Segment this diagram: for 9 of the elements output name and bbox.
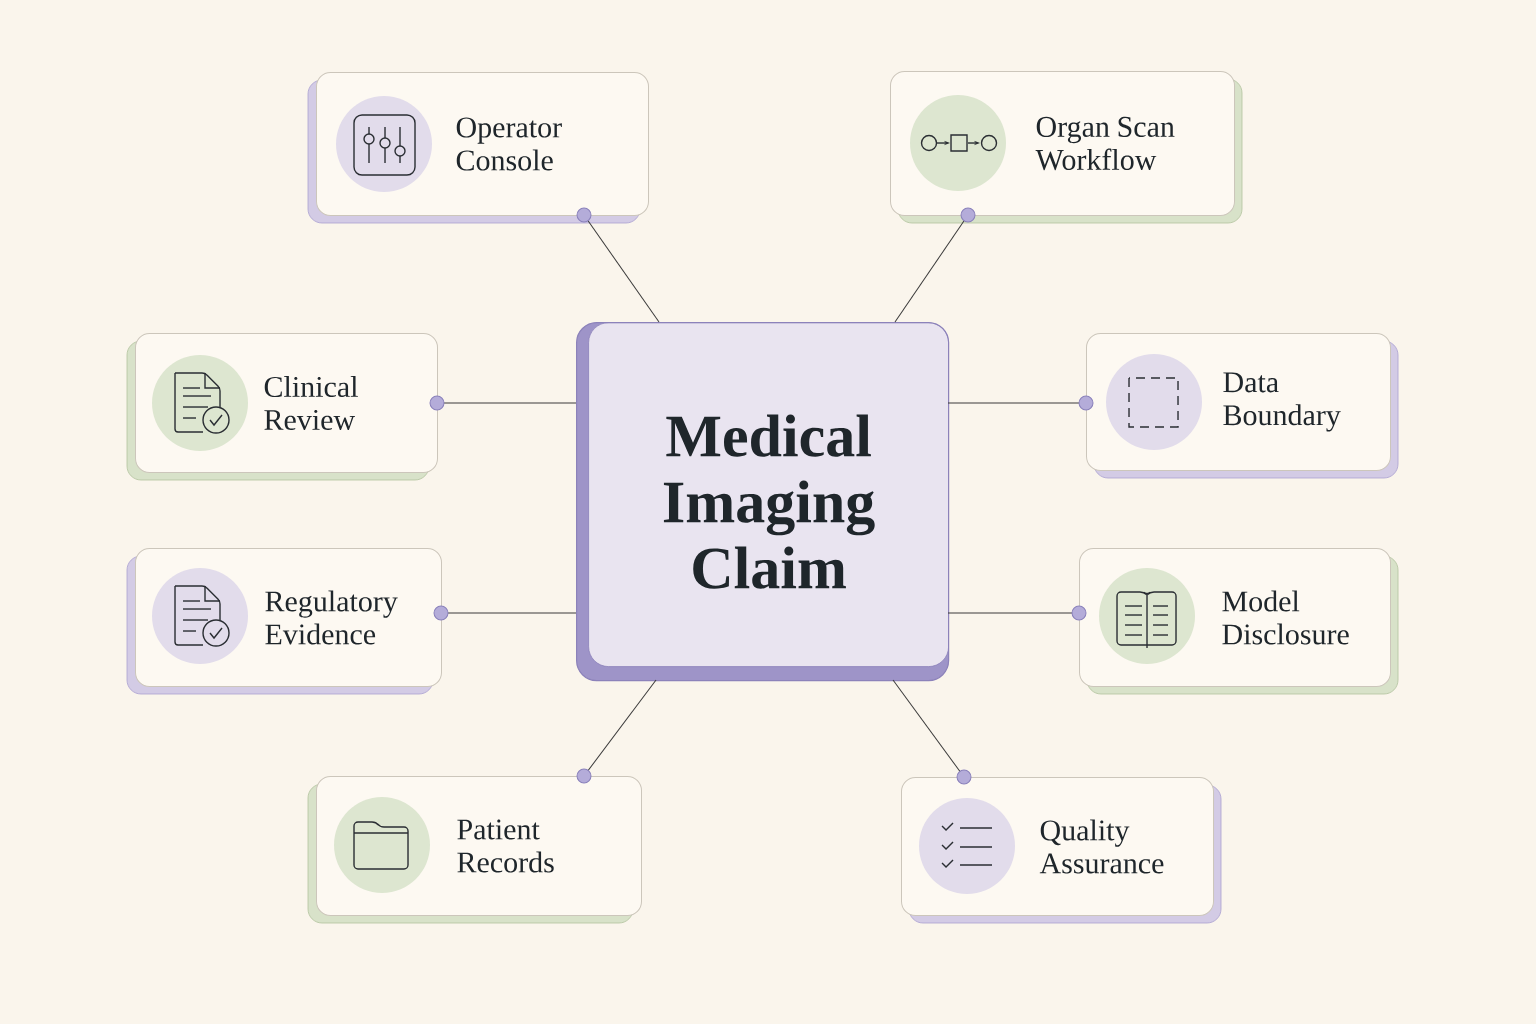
connector-line [429, 395, 577, 411]
connector-line [892, 679, 972, 785]
connector-line [576, 207, 660, 323]
connector-line [894, 207, 976, 323]
connector-line [947, 395, 1094, 411]
hub-card: Medical Imaging Claim [576, 322, 950, 682]
connector-line [576, 679, 657, 784]
connector-line [947, 605, 1087, 621]
connector-line [433, 605, 577, 621]
